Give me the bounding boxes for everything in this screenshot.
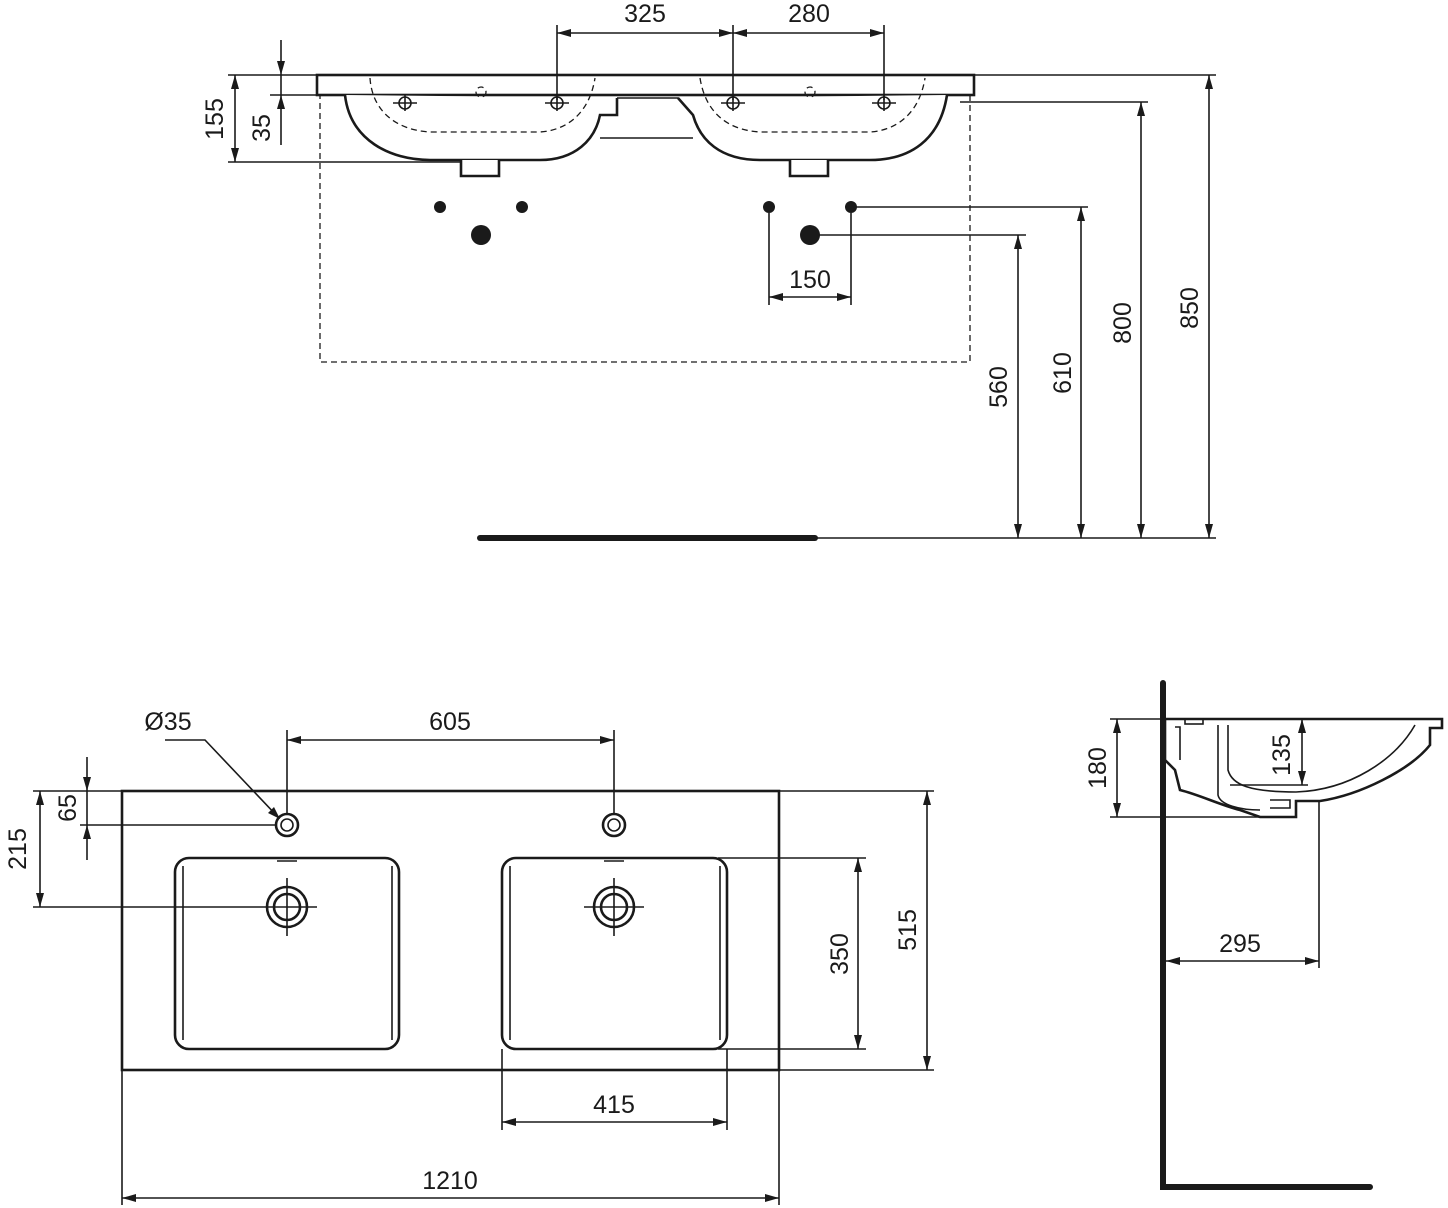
dim-215: 215 — [4, 828, 32, 870]
dim-155: 155 — [201, 98, 229, 140]
side-view: 180 135 295 — [1084, 680, 1444, 1190]
countertop-slab — [315, 73, 976, 97]
left-waste — [459, 160, 501, 178]
dim-325: 325 — [624, 0, 666, 28]
dim-35: 35 — [248, 114, 276, 142]
dim-610: 610 — [1049, 352, 1077, 394]
dim-o35: Ø35 — [144, 708, 191, 736]
dim-295: 295 — [1219, 930, 1261, 958]
right-bowl-inner — [699, 77, 926, 133]
dim-150: 150 — [789, 266, 831, 294]
dim-605: 605 — [429, 708, 471, 736]
left-bowl-profile — [343, 94, 619, 162]
right-bowl-profile — [677, 94, 949, 162]
dim-560: 560 — [985, 366, 1013, 408]
dim-65: 65 — [54, 794, 82, 822]
dim-415: 415 — [593, 1091, 635, 1119]
dim-280: 280 — [788, 0, 830, 28]
dim-350: 350 — [826, 933, 854, 975]
left-tap-hole — [274, 812, 300, 838]
dim-515: 515 — [894, 909, 922, 951]
right-bowl-plan — [500, 856, 729, 1051]
right-waste-plan — [584, 878, 644, 936]
left-waste-plan — [257, 878, 317, 936]
dim-180: 180 — [1084, 747, 1112, 789]
dim-800: 800 — [1109, 302, 1137, 344]
plan-view: Ø35 605 65 215 350 515 415 — [4, 708, 934, 1205]
dim-1210: 1210 — [422, 1167, 478, 1195]
front-view: 325 280 155 35 150 560 610 800 85 — [201, 0, 1216, 541]
left-bowl-inner — [369, 77, 596, 133]
left-bowl-plan — [173, 856, 401, 1051]
right-tap-hole — [601, 812, 627, 838]
dim-850: 850 — [1176, 287, 1204, 329]
dim-135: 135 — [1268, 734, 1296, 776]
supply-points — [434, 201, 857, 245]
wall-line — [1160, 680, 1373, 1190]
right-waste — [788, 160, 830, 178]
basin-side-profile — [1163, 717, 1444, 819]
